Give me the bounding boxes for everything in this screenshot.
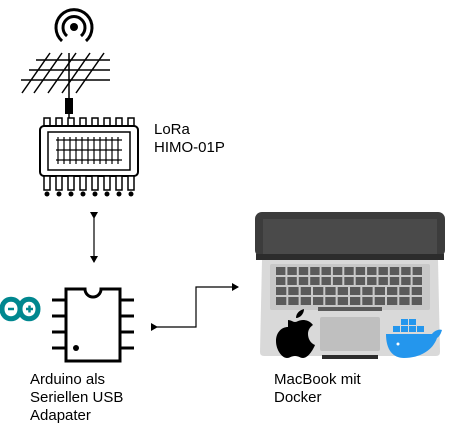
keyboard-key xyxy=(288,287,299,295)
keyboard-key xyxy=(350,287,361,295)
keyboard-key xyxy=(411,297,422,305)
keyboard-key xyxy=(310,277,320,285)
keyboard-key xyxy=(367,277,377,285)
keyboard-key xyxy=(412,277,422,285)
keyboard-key xyxy=(401,277,411,285)
macbook-label-line-1: MacBook mit xyxy=(274,371,361,388)
keyboard-key xyxy=(378,277,388,285)
keyboard-key xyxy=(298,277,309,285)
keyboard-key xyxy=(387,297,398,305)
keyboard-key xyxy=(401,267,411,275)
keyboard-key xyxy=(300,297,311,305)
keyboard-key xyxy=(321,277,331,285)
macbook-label-line-2: Docker xyxy=(274,389,322,406)
keyboard-key xyxy=(313,287,324,295)
lora-label-line-1: LoRa xyxy=(154,121,190,138)
keyboard-key xyxy=(355,277,366,285)
keyboard-key xyxy=(332,277,343,285)
keyboard-key xyxy=(378,267,388,275)
keyboard-key xyxy=(399,287,410,295)
arduino-label-line-2: Seriellen USB xyxy=(30,389,124,406)
keyboard-key xyxy=(276,277,286,285)
macbook-label: MacBook mit Docker xyxy=(274,371,361,407)
keyboard-key xyxy=(387,287,398,295)
keyboard-key xyxy=(313,297,324,305)
keyboard-key xyxy=(276,267,286,275)
keyboard-key xyxy=(298,267,309,275)
keyboard-key xyxy=(325,287,336,295)
lora-module-icon xyxy=(39,117,139,197)
arduino-label: Arduino als Seriellen USB Adapater xyxy=(30,371,123,425)
keyboard-key xyxy=(362,297,373,305)
arduino-label-line-3: Adapater xyxy=(30,407,91,424)
keyboard-key xyxy=(325,297,336,305)
keyboard-key xyxy=(411,287,422,295)
keyboard-key xyxy=(321,267,331,275)
arduino-label-line-1: Arduino als xyxy=(30,371,106,388)
keyboard-key xyxy=(399,297,410,305)
keyboard-key xyxy=(288,297,299,305)
arduino-logo-icon xyxy=(0,296,41,322)
keyboard-key xyxy=(367,267,377,275)
keyboard-key xyxy=(300,287,311,295)
keyboard-key xyxy=(276,287,287,295)
keyboard-key xyxy=(412,267,422,275)
keyboard-key xyxy=(389,277,400,285)
keyboard-key xyxy=(287,267,297,275)
keyboard-key xyxy=(374,297,385,305)
keyboard-key xyxy=(344,267,354,275)
docker-logo-icon xyxy=(386,319,442,358)
keyboard-key xyxy=(362,287,373,295)
lora-module-label: LoRa HIMO-01P xyxy=(154,121,225,157)
keyboard-key xyxy=(332,267,343,275)
keyboard-spacebar xyxy=(318,307,382,311)
keyboard-key xyxy=(337,287,348,295)
ic-chip-icon xyxy=(52,287,134,363)
keyboard-key xyxy=(389,267,400,275)
keyboard-key xyxy=(344,277,354,285)
keyboard-key xyxy=(355,267,366,275)
keyboard-key xyxy=(310,267,320,275)
keyboard-key xyxy=(350,297,361,305)
apple-logo-icon xyxy=(276,309,315,358)
keyboard-key xyxy=(374,287,385,295)
keyboard-key xyxy=(337,297,348,305)
lora-label-line-2: HIMO-01P xyxy=(154,139,225,156)
connector-arduino-mac xyxy=(151,283,239,331)
keyboard-key xyxy=(287,277,297,285)
keyboard-key xyxy=(276,297,287,305)
